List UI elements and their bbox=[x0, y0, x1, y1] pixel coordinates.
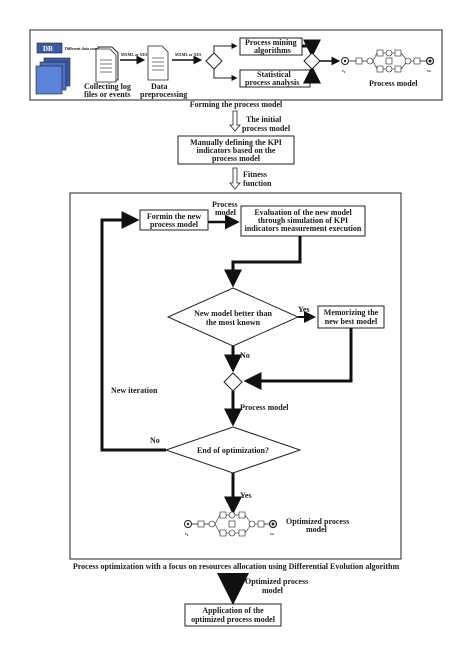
formin-box bbox=[139, 209, 209, 231]
evaluation-line-2: through simulation of KPI bbox=[258, 216, 348, 225]
formin-line-1: Formin the new bbox=[147, 212, 201, 221]
arrow-evaluation-to-decision1 bbox=[224, 236, 302, 288]
kpi-line-3: process model bbox=[212, 154, 261, 163]
arrow-memorizing-to-merge bbox=[243, 328, 353, 390]
optimized-line-1: Optimized process bbox=[286, 517, 349, 526]
memorizing-line-2: new best model bbox=[325, 317, 378, 326]
forming-caption: Forming the process model bbox=[190, 100, 283, 109]
collecting-label-1: Collecting log bbox=[84, 82, 131, 91]
mining-label-1: Process mining bbox=[245, 38, 297, 47]
evaluation-line-1: Evaluation of the new model bbox=[254, 208, 352, 217]
no-label-2: No bbox=[150, 436, 160, 445]
statistical-label-1: Statistical bbox=[257, 70, 292, 79]
fitness-arrow bbox=[229, 167, 241, 190]
data-sources-label: Different data sources bbox=[65, 46, 103, 51]
db-label: DB bbox=[43, 45, 53, 53]
application-line-1: Application of the bbox=[202, 606, 264, 615]
process-model-label-2: model bbox=[215, 208, 237, 217]
yes-label-2: Yes bbox=[240, 491, 252, 500]
arrow-split-to-statistical bbox=[213, 69, 238, 81]
initial-label-1: The initial bbox=[246, 115, 282, 124]
top-start-node-label: v₀ bbox=[342, 68, 346, 73]
split-gateway bbox=[205, 52, 223, 70]
application-line-2: optimized process model bbox=[191, 615, 276, 624]
kpi-definition-box bbox=[177, 135, 295, 165]
top-end-node-label: vₙ bbox=[427, 68, 431, 73]
formin-line-2: process model bbox=[150, 220, 199, 229]
merge-gateway-2 bbox=[223, 372, 243, 392]
mining-label-2: algorithms bbox=[254, 46, 291, 55]
preprocessing-label-1: Data bbox=[151, 82, 167, 91]
arrow-split-to-mining bbox=[213, 43, 238, 53]
format-label-2: MXML or XES bbox=[175, 52, 202, 57]
optimization-section-frame bbox=[69, 192, 402, 560]
kpi-line-1: Manually defining the KPI bbox=[190, 138, 282, 147]
kpi-line-2: indicators based on the bbox=[197, 146, 276, 155]
arrow-new-iteration-loop bbox=[100, 211, 166, 452]
evaluation-box bbox=[240, 205, 366, 237]
decision1-line-1: New model better than bbox=[194, 309, 272, 318]
database-icon: DB bbox=[36, 42, 63, 54]
preprocessing-doc-icon bbox=[147, 45, 169, 81]
decision2-label: End of optimization? bbox=[197, 446, 269, 455]
evaluation-line-3: indicators measurement execution bbox=[245, 224, 362, 233]
memorizing-line-1: Memorizing the bbox=[324, 308, 379, 317]
process-model-graph-optimized: v₀ vₙ bbox=[184, 511, 278, 537]
fitness-label-1: Fitness bbox=[243, 170, 267, 179]
fitness-label-2: function bbox=[243, 179, 272, 188]
log-file-icon bbox=[95, 46, 119, 83]
data-sources-stack-icon bbox=[35, 57, 71, 95]
forming-section-frame bbox=[29, 29, 443, 101]
format-label-1: MXML or XES bbox=[121, 52, 148, 57]
optimized-line-2: model bbox=[306, 525, 328, 534]
top-process-model-label: Process model bbox=[369, 79, 418, 88]
decision1-line-2: the most known bbox=[206, 318, 261, 327]
opt-start-node-label: v₀ bbox=[185, 531, 189, 536]
bottom-optimized-line-2: model bbox=[262, 586, 284, 595]
no-label-1: No bbox=[240, 351, 250, 360]
merge-gateway bbox=[303, 52, 321, 70]
arrow-statistical-to-merge bbox=[303, 65, 321, 84]
application-box bbox=[184, 603, 282, 627]
yes-label-1: Yes bbox=[298, 305, 310, 314]
process-model-label-1: Process bbox=[212, 200, 238, 209]
arrow-mining-to-merge bbox=[302, 39, 321, 58]
process-model-label-3: Process model bbox=[240, 403, 289, 412]
process-model-graph-top: v₀ vₙ bbox=[341, 49, 435, 73]
bottom-optimized-line-1: Optimized process bbox=[245, 577, 308, 586]
initial-model-arrow bbox=[229, 110, 241, 132]
preprocessing-label-2: preprocessing bbox=[140, 90, 187, 99]
optimization-caption: Process optimization with a focus on res… bbox=[73, 562, 400, 571]
new-iteration-label: New iteration bbox=[111, 386, 158, 395]
initial-label-2: process model bbox=[242, 124, 291, 133]
statistical-label-2: process analysis bbox=[245, 78, 299, 87]
opt-end-node-label: vₙ bbox=[270, 531, 274, 536]
collecting-label-2: files or events bbox=[84, 90, 131, 99]
